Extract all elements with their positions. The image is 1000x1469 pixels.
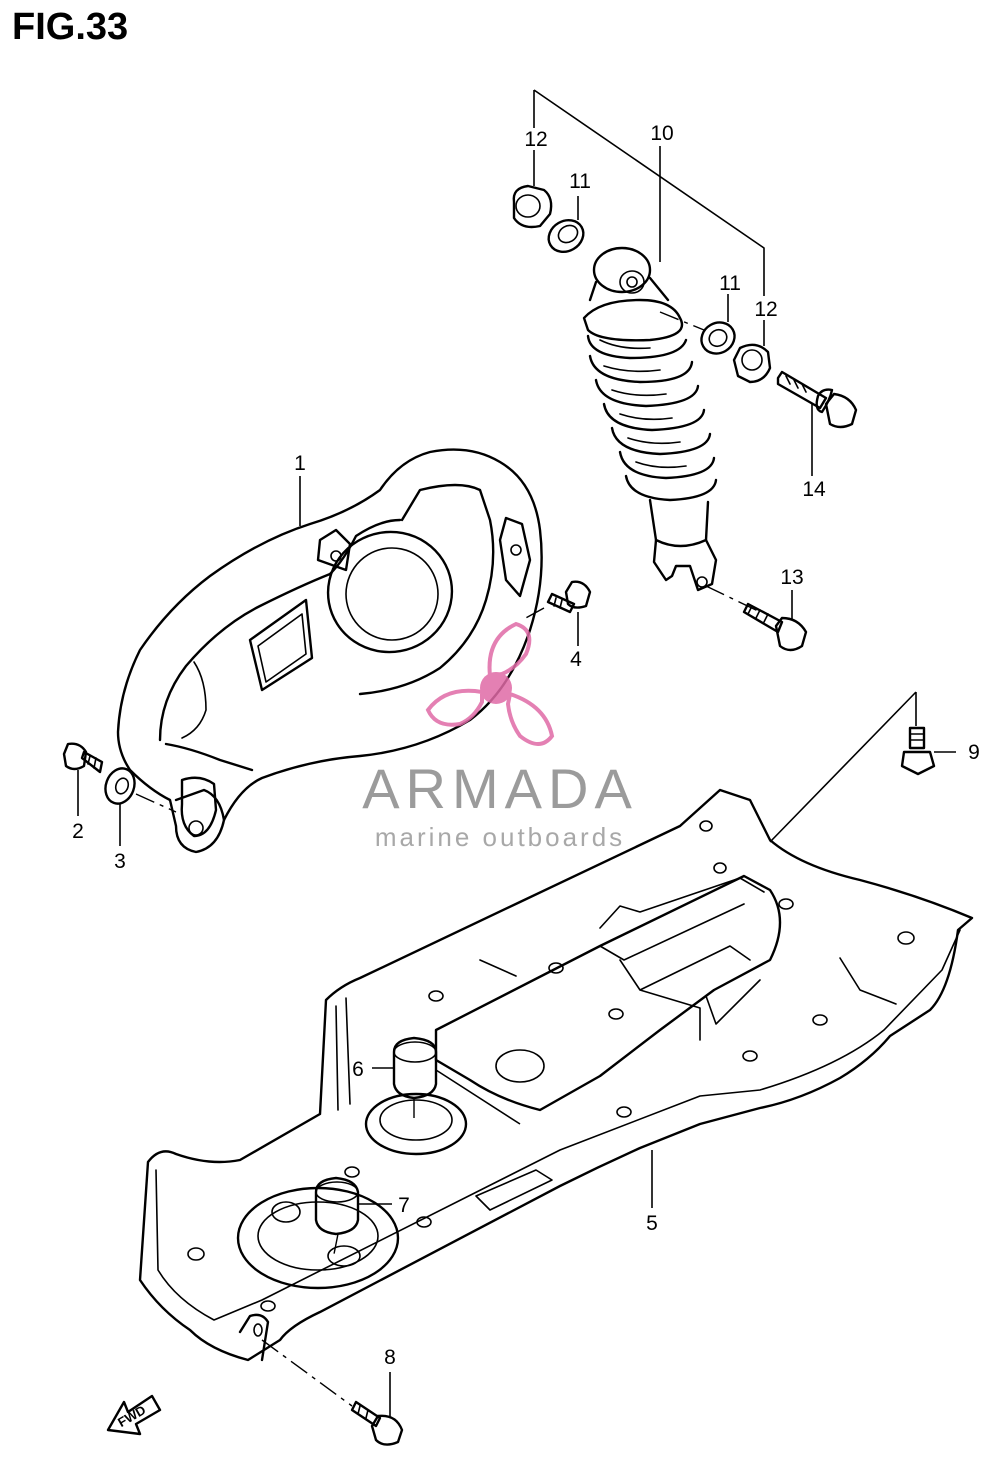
callout-3: 3: [114, 850, 126, 873]
washer-11-upper: [547, 218, 585, 254]
watermark-tagline: marine outboards: [375, 822, 625, 852]
base-plate-part-5: [138, 788, 974, 1362]
callout-11-upper: 11: [569, 170, 591, 193]
callout-4: 4: [570, 648, 582, 671]
armada-watermark: ARMADA marine outboards: [362, 621, 638, 852]
watermark-brand: ARMADA: [362, 757, 638, 820]
callout-13: 13: [780, 566, 803, 589]
callout-8: 8: [384, 1346, 396, 1369]
callout-11-lower: 11: [719, 272, 741, 295]
callout-labels: 12 11 10 11 12 14 13 1 4 2 3 9 6 7 5 8: [72, 122, 980, 1369]
leader-lines: [77, 89, 956, 1418]
rubber-mount-6: [392, 1036, 438, 1100]
bolt-2: [62, 742, 104, 774]
bolt-4: [546, 580, 592, 614]
callout-12-upper: 12: [524, 128, 547, 151]
propeller-logo-icon: [425, 621, 555, 746]
figure-title: FIG.33: [12, 6, 129, 48]
nut-12-upper: [512, 184, 553, 229]
bolt-13: [742, 602, 808, 652]
shock-absorber: [582, 246, 761, 613]
forward-direction-arrow: FWD: [106, 1394, 162, 1436]
washer-3: [104, 767, 136, 805]
callout-1: 1: [294, 452, 306, 475]
callout-6: 6: [352, 1058, 364, 1081]
callout-2: 2: [72, 820, 84, 843]
cover-part-1: [116, 448, 543, 854]
bolt-9: [900, 726, 936, 776]
callout-7: 7: [398, 1194, 410, 1217]
rubber-mount-7: [314, 1176, 360, 1236]
callout-10: 10: [650, 122, 673, 145]
callout-14: 14: [802, 478, 826, 501]
nut-12-lower: [732, 343, 772, 384]
callout-9: 9: [968, 741, 980, 764]
bolt-8: [350, 1400, 404, 1446]
callout-12-lower: 12: [754, 298, 777, 321]
washer-11-lower: [700, 321, 736, 355]
bolt-14: [776, 370, 858, 429]
callout-5: 5: [646, 1212, 658, 1235]
